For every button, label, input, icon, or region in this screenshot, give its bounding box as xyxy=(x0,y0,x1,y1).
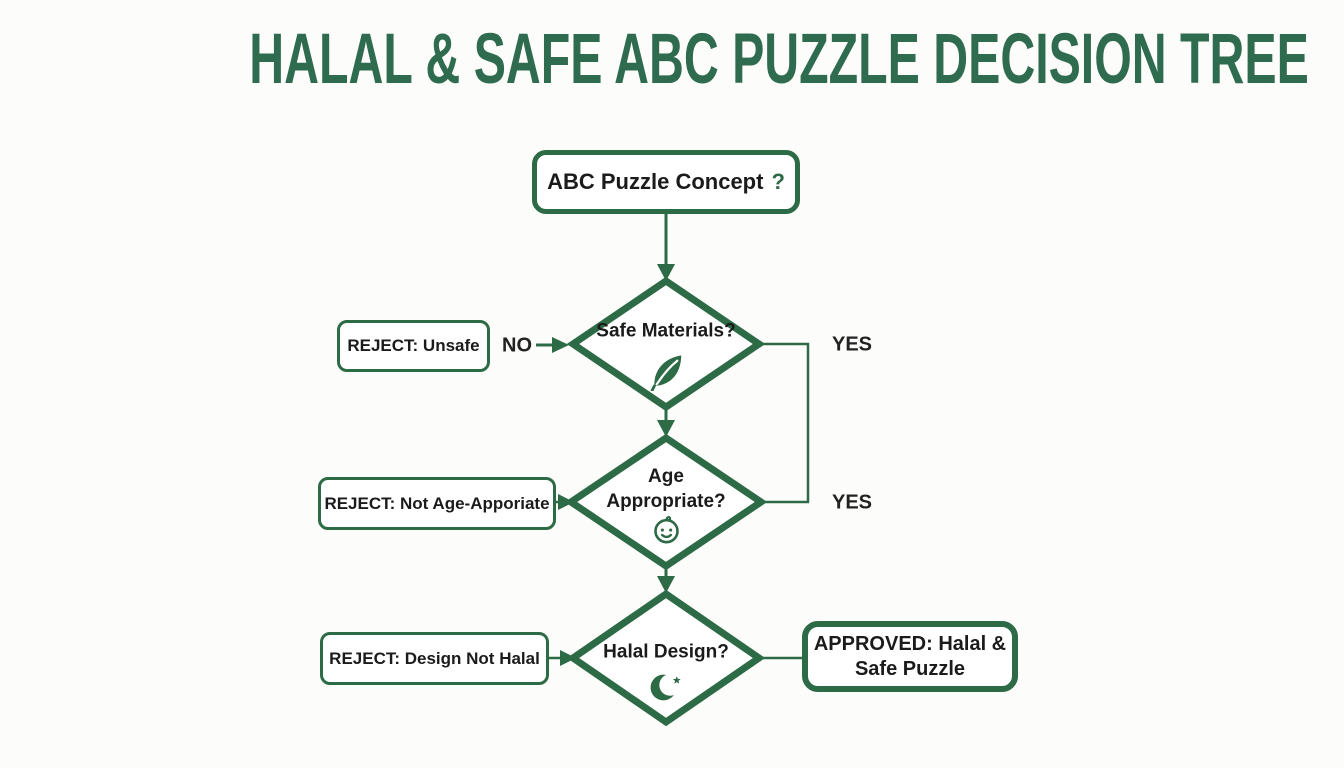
node-reject-not-age-appropriate: REJECT: Not Age-Apporiate xyxy=(318,477,556,530)
page-title-text: HALAL & SAFE ABC PUZZLE DECISION TREE xyxy=(249,20,1309,99)
concept-question-mark: ? xyxy=(771,169,785,194)
arrowhead-no-3 xyxy=(560,650,576,666)
arrowhead-down-1 xyxy=(657,264,675,281)
edge-label-yes-mid: YES xyxy=(831,491,873,514)
age-label-line2: Appropriate? xyxy=(606,491,726,512)
edge-label-no: NO xyxy=(502,334,532,357)
approved-label-line2: Safe Puzzle xyxy=(854,657,966,680)
diamond-halal-design-label: Halal Design? xyxy=(603,641,729,663)
age-label-line1: Age xyxy=(648,466,684,487)
diamond-safe-materials-label: Safe Materials? xyxy=(596,320,736,342)
edge-yes-bracket xyxy=(759,342,810,504)
concept-label: ABC Puzzle Concept xyxy=(547,169,764,194)
diamond-age-appropriate-shape xyxy=(564,433,768,571)
node-abc-puzzle-concept: ABC Puzzle Concept ? xyxy=(532,150,800,214)
node-reject-design-not-halal: REJECT: Design Not Halal xyxy=(320,632,549,685)
node-approved-halal-safe-puzzle: APPROVED: Halal & Safe Puzzle xyxy=(802,621,1018,692)
diamond-age-appropriate-label: Age Appropriate? xyxy=(606,464,725,514)
node-reject-unsafe: REJECT: Unsafe xyxy=(337,320,490,372)
baby-icon xyxy=(650,513,683,546)
diamond-safe-materials-shape xyxy=(566,276,766,412)
edge-label-yes-top: YES xyxy=(831,333,873,356)
page-title: HALAL & SAFE ABC PUZZLE DECISION TREE xyxy=(0,24,1344,95)
diamond-halal-design-shape xyxy=(566,589,766,727)
leaf-icon xyxy=(648,351,686,391)
approved-label-line1: APPROVED: Halal & xyxy=(813,632,1007,655)
crescent-star-icon xyxy=(648,668,685,705)
arrowhead-down-2 xyxy=(657,420,675,437)
arrowhead-no-2 xyxy=(558,494,574,510)
arrowhead-no-1 xyxy=(552,337,569,353)
arrowhead-down-3 xyxy=(657,576,675,593)
